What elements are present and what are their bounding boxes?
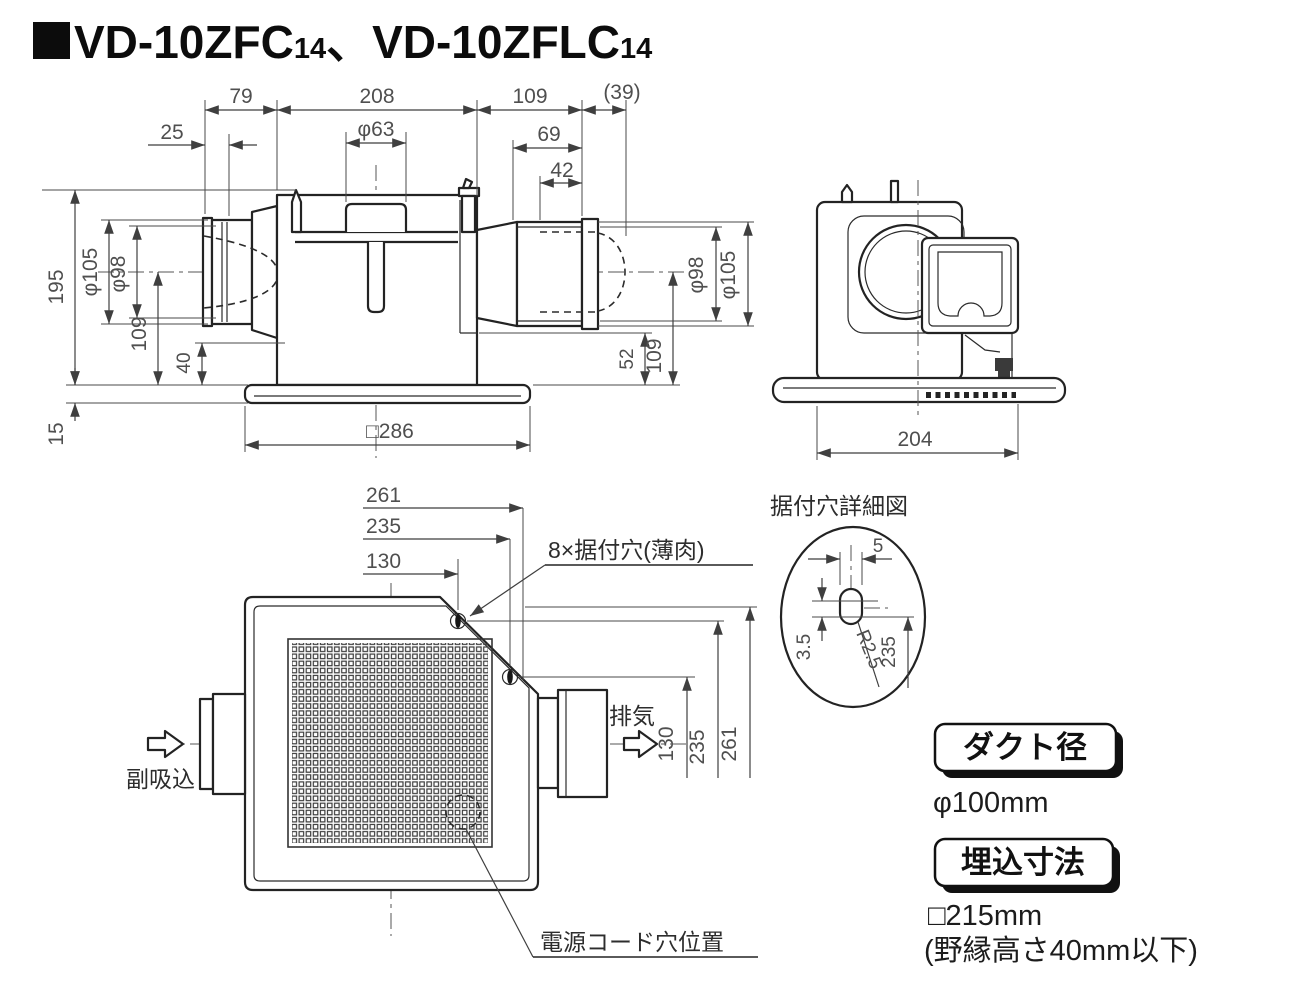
bottom-grille xyxy=(287,638,493,848)
dim-front-195: 195 xyxy=(45,269,68,304)
dim-front-15: 15 xyxy=(45,422,68,445)
duct-diameter-label: ダクト径 xyxy=(963,730,1087,765)
dim-front-39: (39) xyxy=(603,81,640,104)
dim-front-40: 40 xyxy=(174,352,195,373)
mounting-hole-1 xyxy=(449,612,467,630)
duct-diameter-value: φ100mm xyxy=(933,787,1049,819)
title-bullet-square xyxy=(33,22,70,59)
dim-front-109-top: 109 xyxy=(512,85,547,108)
front-view: 79 208 109 (39) 25 φ63 69 42 195 φ105 φ9… xyxy=(42,81,754,458)
hanging-bolt xyxy=(366,242,386,314)
dim-bottom-130-top: 130 xyxy=(366,550,401,573)
dim-detail-5: 5 xyxy=(873,536,884,557)
label-power-cord: 電源コード穴位置 xyxy=(540,929,724,955)
dim-front-286: □286 xyxy=(366,420,414,443)
dim-detail-3-5: 3.5 xyxy=(794,634,815,660)
side-bracket-post xyxy=(889,179,900,204)
side-bellmouth xyxy=(937,251,1003,317)
detail-title: 据付穴詳細図 xyxy=(770,493,908,519)
front-base-flange xyxy=(243,383,532,405)
duct-diameter-badge: ダクト径 xyxy=(933,722,1123,778)
model-name-2: VD-10ZFLC xyxy=(372,16,620,68)
label-exhaust: 排気 xyxy=(609,703,655,729)
dim-front-52: 52 xyxy=(617,348,638,369)
side-dimensions: 204 xyxy=(816,404,1019,460)
dim-bottom-235-top: 235 xyxy=(366,515,401,538)
motor-hub xyxy=(344,202,408,232)
side-motor-box xyxy=(920,236,1020,335)
front-right-duct xyxy=(475,217,626,331)
dim-front-208: 208 xyxy=(359,85,394,108)
detail-view: 据付穴詳細図 5 3.5 R2.5 235 xyxy=(770,493,927,709)
dim-front-109-right: 109 xyxy=(643,338,666,373)
dim-bottom-130-right: 130 xyxy=(655,726,678,761)
embed-size-value: □215mm xyxy=(928,900,1042,932)
model-separator: 、 xyxy=(326,16,372,68)
spec-panel: ダクト径 φ100mm 埋込寸法 □215mm (野縁高さ40mm以下) xyxy=(924,722,1198,967)
dim-side-204: 204 xyxy=(897,428,932,451)
dim-front-phi98-right: φ98 xyxy=(685,257,708,294)
dim-front-109-left: 109 xyxy=(128,316,151,351)
mounting-bracket-right xyxy=(457,177,481,234)
mounting-hole-2 xyxy=(501,668,519,686)
front-body xyxy=(275,177,481,387)
side-bracket-tab xyxy=(840,183,854,204)
title-block: VD-10ZFC14、VD-10ZFLC14 xyxy=(33,16,652,68)
dim-front-phi98-left: φ98 xyxy=(107,256,130,293)
side-base-flange xyxy=(771,376,1067,404)
model-name-1: VD-10ZFC xyxy=(74,16,294,68)
dim-detail-235: 235 xyxy=(879,636,900,668)
airflow-arrows: 副吸込 排気 xyxy=(126,703,659,792)
model-name-2-suffix: 14 xyxy=(620,33,652,65)
dim-bottom-261-top: 261 xyxy=(366,484,401,507)
page-title: VD-10ZFC14、VD-10ZFLC14 xyxy=(74,16,652,68)
label-sub-intake: 副吸込 xyxy=(126,766,195,792)
bottom-view: 副吸込 排気 261 235 130 8×据付穴(薄肉) 130 xyxy=(126,484,758,958)
side-foot-screw xyxy=(995,358,1013,371)
dim-front-phi63: φ63 xyxy=(358,118,395,141)
dim-front-69: 69 xyxy=(537,123,560,146)
side-body xyxy=(815,179,1020,398)
detail-slot-hole xyxy=(838,587,864,626)
embed-size-note: (野縁高さ40mm以下) xyxy=(924,934,1198,967)
power-cord-hole xyxy=(445,794,481,830)
embed-size-label: 埋込寸法 xyxy=(961,845,1085,880)
dim-bottom-235-right: 235 xyxy=(686,729,709,764)
detail-bubble xyxy=(779,525,927,709)
bottom-left-duct xyxy=(198,692,247,796)
bottom-dimensions: 261 235 130 8×据付穴(薄肉) 130 235 261 xyxy=(363,484,758,958)
intake-arrow-icon xyxy=(146,729,185,759)
dim-front-79: 79 xyxy=(229,85,252,108)
dim-front-phi105-left: φ105 xyxy=(79,248,102,297)
model-name-1-suffix: 14 xyxy=(294,33,326,65)
dim-front-42: 42 xyxy=(550,159,573,182)
embed-size-badge: 埋込寸法 xyxy=(933,837,1120,893)
dim-bottom-261-right: 261 xyxy=(718,726,741,761)
side-view: 204 xyxy=(771,179,1067,460)
dim-front-25: 25 xyxy=(160,121,183,144)
dim-front-phi105-right: φ105 xyxy=(717,251,740,300)
mounting-bracket-left xyxy=(290,188,303,234)
bottom-right-duct xyxy=(536,688,609,799)
exhaust-arrow-icon xyxy=(622,729,659,759)
front-dimensions: 79 208 109 (39) 25 φ63 69 42 195 φ105 φ9… xyxy=(42,81,754,452)
label-mounting-holes: 8×据付穴(薄肉) xyxy=(548,537,705,563)
